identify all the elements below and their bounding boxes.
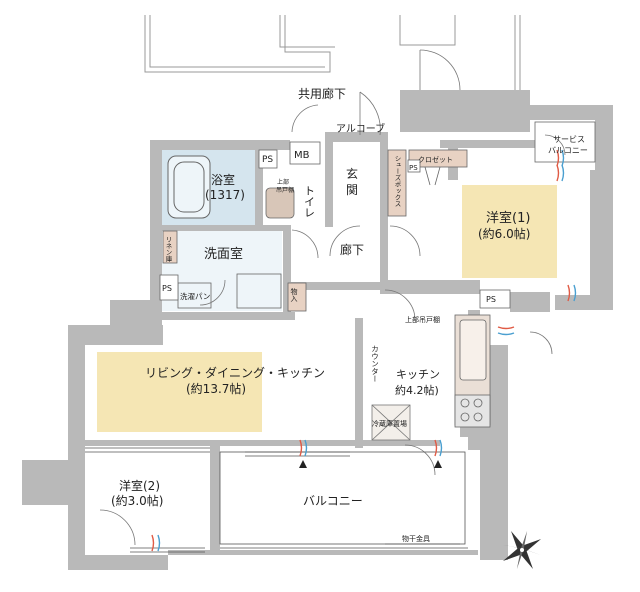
- balcony-label: バルコニー: [303, 494, 363, 508]
- kitchen-size-label: 約4.2帖): [395, 383, 439, 397]
- bath-size-label: (1317): [205, 188, 245, 202]
- storage-label: 物入: [290, 287, 298, 302]
- ldk-name-label: リビング・ダイニング・キッチン: [145, 365, 325, 380]
- western-room-1-area: [462, 185, 557, 278]
- upper-cabinet-label: 上部吊戸棚: [405, 315, 440, 324]
- corridor-shared-label: 共用廊下: [298, 86, 346, 101]
- ventilation-arrows: [151, 149, 577, 552]
- fridge-space: [371, 404, 411, 441]
- upper-terrace: [144, 15, 521, 100]
- shoes-box: [387, 149, 407, 217]
- linen-cabinet: [162, 230, 178, 264]
- bath-name-label: 浴室: [211, 172, 235, 187]
- entrance-label-a: 玄: [346, 166, 358, 181]
- alcove-label: アルコーブ: [336, 122, 385, 135]
- ps-left-label: PS: [162, 284, 172, 293]
- western1-name-label: 洋室(1): [486, 210, 530, 226]
- washroom-label: 洗面室: [204, 246, 243, 262]
- vent-markers: [299, 460, 442, 468]
- ps-right-label: PS: [486, 295, 496, 304]
- hallway-label: 廊下: [340, 242, 364, 257]
- toilet-bowl: [265, 187, 295, 219]
- bathroom: [162, 150, 255, 225]
- ps-bath-label: PS: [262, 155, 273, 165]
- balcony-rails: [85, 447, 468, 553]
- storage-cabinet: [287, 282, 307, 312]
- toilet-label: トイレ: [303, 185, 316, 218]
- shoes-box-label: シューズボックス: [393, 155, 401, 207]
- counter-label: カウンター: [371, 345, 380, 383]
- fridge-label: 冷蔵庫置場: [372, 419, 407, 428]
- door-swings: [99, 91, 566, 546]
- closet-unit: [408, 149, 468, 186]
- linen-label: リネン庫: [164, 236, 172, 263]
- western2-name-label: 洋室(2): [119, 478, 160, 493]
- closet-label: クロゼット: [418, 155, 453, 164]
- exterior-walls: [22, 90, 613, 570]
- service-balcony-label-a: サービス: [553, 135, 585, 144]
- north-arrow-icon: [502, 530, 542, 570]
- laundry-pole-label: 物干金具: [402, 534, 430, 543]
- mb-label: MB: [294, 150, 310, 161]
- kitchen-name-label: キッチン: [396, 368, 440, 381]
- laundry-pan-label: 洗濯パン: [180, 291, 210, 301]
- entrance-label-b: 関: [346, 183, 358, 197]
- western1-size-label: (約6.0帖): [478, 226, 530, 241]
- ldk-area: [97, 352, 262, 432]
- toilet-cabinet-label-b: 吊戸棚: [276, 186, 294, 194]
- top-door-swings: [419, 49, 461, 91]
- toilet-cabinet-label-a: 上部: [277, 178, 289, 186]
- ldk-size-label: (約13.7帖): [186, 381, 246, 396]
- utility-boxes: [159, 121, 596, 309]
- western2-size-label: (約3.0帖): [111, 493, 163, 508]
- service-balcony-label-b: バルコニー: [548, 146, 588, 155]
- ps-shoes-label: PS: [409, 164, 418, 172]
- kitchen-counter: [454, 314, 491, 428]
- laundry-pan-unit: [177, 282, 212, 309]
- wash-basin: [236, 273, 282, 309]
